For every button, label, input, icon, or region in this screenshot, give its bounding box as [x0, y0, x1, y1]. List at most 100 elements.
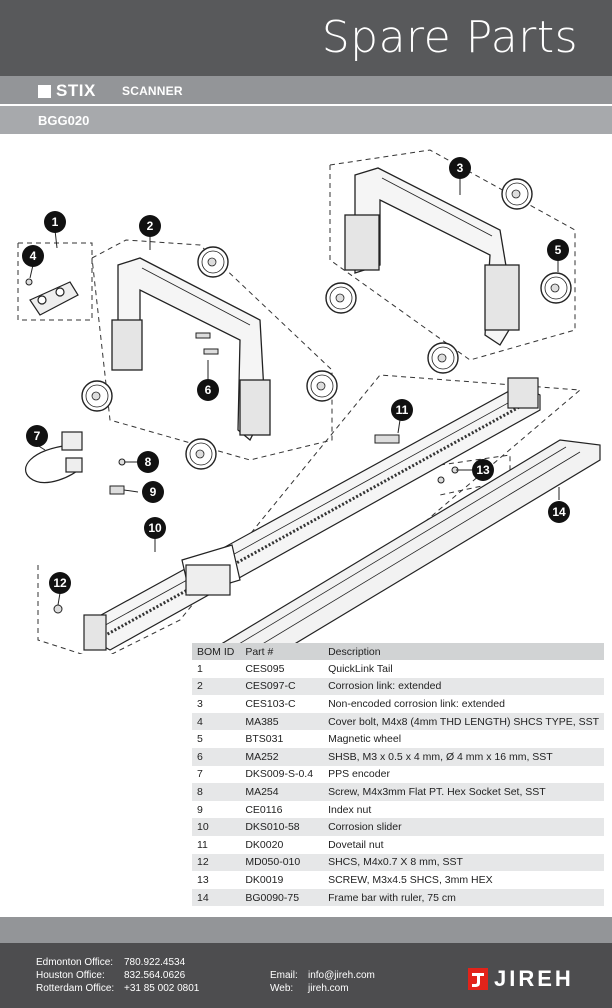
svg-text:2: 2 [147, 219, 154, 233]
office-phone: 780.922.4534 [124, 957, 186, 968]
svg-text:11: 11 [396, 403, 409, 417]
frame-bar [203, 439, 601, 654]
part-description: SHSB, M3 x 0.5 x 4 mm, Ø 4 mm x 16 mm, S… [323, 747, 604, 766]
bom-id: 10 [192, 818, 241, 836]
part-description: Corrosion slider [323, 818, 604, 836]
part-description: SHCS, M4x0.7 X 8 mm, SST [323, 853, 604, 872]
callout-11: 11 [391, 399, 413, 421]
svg-text:6: 6 [205, 383, 212, 397]
link-frame-3 [344, 167, 520, 346]
page-title: Spare Parts [321, 12, 578, 63]
part-number: BTS031 [245, 733, 284, 746]
slider-rail [83, 377, 541, 651]
callout-12: 12 [49, 572, 71, 594]
part-number: CE0116 [245, 803, 283, 816]
footer: Edmonton Office: 780.922.4534 Houston Off… [0, 943, 612, 1008]
callout-10: 10 [144, 517, 166, 539]
office-rotterdam: Rotterdam Office:+31 85 002 0801 [36, 983, 199, 994]
leader-lines [29, 177, 560, 606]
office-label: Edmonton Office: [36, 957, 114, 968]
code-bar: BGG020 [0, 106, 612, 134]
part-description: Non-encoded corrosion link: extended [328, 697, 505, 710]
logo-text: JIREH [494, 966, 574, 991]
part-number: DK0019 [245, 873, 284, 886]
svg-text:3: 3 [457, 161, 464, 175]
part-description: Corrosion link: extended [323, 677, 604, 696]
part-description: Screw, M4x3mm Flat PT. Hex Socket Set, S… [323, 783, 604, 801]
part-description: QuickLink Tail [328, 662, 393, 675]
bom-id: 4 [192, 712, 241, 731]
bom-id: 13 [197, 873, 209, 886]
contact-email: Email:info@jireh.com [270, 970, 375, 981]
part-description: Index nut [328, 803, 372, 816]
part-number: MA385 [240, 712, 324, 731]
exploded-parts-diagram: 1 2 3 4 5 6 7 8 9 10 11 12 13 14 [17, 149, 601, 654]
callout-6: 6 [197, 379, 219, 401]
part-number: DKS010-58 [240, 818, 324, 836]
part-number: CES097-C [240, 677, 324, 696]
bom-header-part: Part # [240, 643, 324, 660]
callout-14: 14 [548, 501, 570, 523]
part-number: MA254 [240, 783, 324, 801]
part-number: BG0090-75 [240, 888, 324, 907]
part-number: CES095 [245, 662, 285, 675]
bom-header-id: BOM ID [192, 643, 241, 660]
bom-header-description: Description [323, 643, 604, 660]
brand-logo: STIX [38, 81, 96, 101]
email-link[interactable]: info@jireh.com [308, 970, 375, 981]
svg-text:8: 8 [145, 455, 152, 469]
svg-text:9: 9 [150, 485, 157, 499]
table-row: 1 CES095 QuickLink Tail [192, 660, 604, 678]
callout-7: 7 [26, 425, 48, 447]
bom-id: 1 [197, 662, 203, 675]
svg-text:7: 7 [34, 429, 41, 443]
table-row: 3 CES103-C Non-encoded corrosion link: ext… [192, 695, 604, 713]
callout-9: 9 [142, 481, 164, 503]
product-name: SCANNER [122, 84, 183, 98]
svg-text:5: 5 [555, 243, 562, 257]
part-number: CES103-C [245, 697, 296, 710]
svg-text:1: 1 [52, 215, 59, 229]
bom-header-row: BOM ID Part # Description [192, 643, 604, 660]
callout-2: 2 [139, 215, 161, 237]
part-description: Dovetail nut [328, 838, 384, 851]
office-edmonton: Edmonton Office: 780.922.4534 [36, 957, 185, 968]
bom-id: 9 [197, 803, 203, 816]
pps-encoder [25, 431, 83, 484]
callout-markers: 1 2 3 4 5 6 7 8 9 10 11 12 13 14 [22, 157, 570, 594]
part-description: PPS encoder [328, 768, 390, 781]
svg-text:14: 14 [552, 505, 566, 519]
office-phone: +31 85 002 0801 [124, 983, 200, 994]
callout-3: 3 [449, 157, 471, 179]
bom-id: 3 [197, 697, 203, 710]
part-number: MD050-010 [240, 853, 324, 872]
svg-text:12: 12 [53, 576, 67, 590]
footer-band [0, 917, 612, 943]
product-bar: STIX SCANNER [0, 76, 612, 104]
bom-id: 14 [192, 888, 241, 907]
bom-id: 7 [197, 768, 203, 781]
office-label: Houston Office: [36, 970, 105, 981]
bom-id: 11 [197, 838, 208, 851]
link-frame-2 [111, 257, 271, 442]
bom-id: 2 [192, 677, 241, 696]
callout-1: 1 [44, 211, 66, 233]
brand-square-icon [38, 84, 51, 98]
part-number: DK0020 [245, 838, 284, 851]
part-description: Cover bolt, M4x8 (4mm THD LENGTH) SHCS T… [323, 712, 604, 731]
web-link[interactable]: jireh.com [308, 983, 349, 994]
table-row: 11 DK0020 Dovetail nut [192, 836, 604, 854]
part-number: MA252 [240, 747, 324, 766]
table-row: 9 CE0116 Index nut [192, 801, 604, 819]
svg-text:10: 10 [148, 521, 162, 535]
